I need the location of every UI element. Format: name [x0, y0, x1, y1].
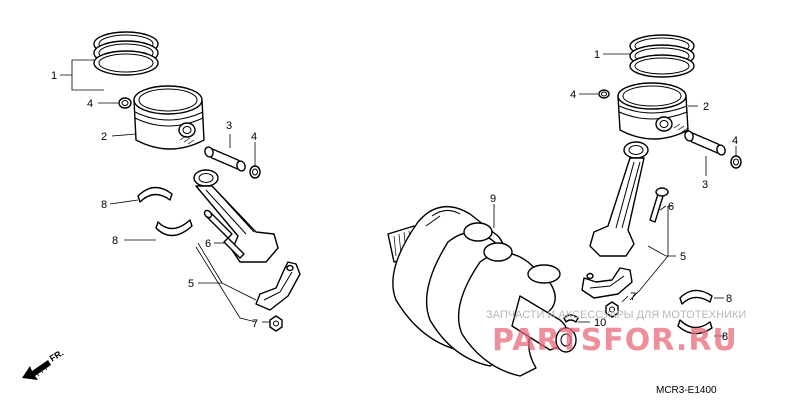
- piston-pin-right[interactable]: [684, 130, 727, 156]
- connecting-rod-right[interactable]: [589, 141, 649, 257]
- callout-bearing-right-b: 8: [722, 331, 728, 343]
- bearing-shell-left-a[interactable]: [137, 186, 173, 203]
- callout-piston-left: 2: [101, 131, 107, 143]
- callout-conrod-left: 5: [188, 278, 194, 290]
- callout-bearing-left-b: 8: [112, 235, 118, 247]
- woodruff-key[interactable]: [563, 314, 579, 323]
- conrod-nut-right[interactable]: [605, 301, 619, 318]
- watermark: ЗАПЧАСТИ И АКСЕССУАРЫ ДЛЯ МОТОТЕХНИКИ PA…: [486, 309, 746, 358]
- callout-bearing-left-a: 8: [101, 199, 107, 211]
- callout-piston-right: 2: [703, 101, 709, 113]
- piston-rings-left[interactable]: [93, 31, 159, 76]
- callout-crankshaft: 9: [490, 193, 496, 205]
- conrod-bolt-right[interactable]: [649, 187, 669, 223]
- callout-conrod-right: 5: [680, 251, 686, 263]
- piston-pin-clip-right-b[interactable]: [730, 155, 742, 169]
- bearing-shell-right-a[interactable]: [679, 289, 713, 305]
- front-arrow-icon: [22, 360, 51, 380]
- connecting-rod-left[interactable]: [193, 169, 279, 263]
- bearing-shell-left-b[interactable]: [155, 219, 193, 237]
- callout-pin-clip-right-a: 4: [570, 89, 576, 101]
- piston-right[interactable]: [617, 82, 689, 140]
- callout-piston-pin-right: 3: [702, 179, 708, 191]
- piston-pin-clip-left-b[interactable]: [249, 165, 261, 179]
- callout-woodruff-key: 10: [594, 317, 606, 329]
- piston-pin-clip-right-a[interactable]: [598, 89, 610, 99]
- callout-conrod-bolt-left: 6: [205, 238, 211, 250]
- diagram-code: MCR3-E1400: [656, 385, 717, 396]
- front-direction-indicator: FR.: [22, 348, 65, 380]
- callout-pin-clip-right-b: 4: [732, 135, 738, 147]
- bearing-shell-right-b[interactable]: [677, 319, 713, 335]
- piston-pin-left[interactable]: [204, 146, 247, 172]
- callout-bearing-right-a: 8: [726, 293, 732, 305]
- callout-conrod-bolt-right: 6: [668, 201, 674, 213]
- callout-numbers: 1 4 2 3 4 8 8 6 5 7 9 10 1 4 2 4 3 6 5 7…: [51, 49, 738, 343]
- piston-rings-right[interactable]: [629, 34, 695, 78]
- callout-pin-clip-left-b: 4: [251, 131, 257, 143]
- conrod-cap-right[interactable]: [581, 267, 633, 299]
- piston-pin-clip-left-a[interactable]: [118, 97, 132, 109]
- conrod-bolt-left[interactable]: [203, 209, 245, 259]
- watermark-tagline: ЗАПЧАСТИ И АКСЕССУАРЫ ДЛЯ МОТОТЕХНИКИ: [486, 309, 746, 321]
- front-label: FR.: [48, 348, 66, 364]
- leader-lines: [60, 53, 737, 337]
- conrod-cap-left[interactable]: [255, 261, 301, 311]
- callout-piston-pin-left: 3: [226, 120, 232, 132]
- crankshaft[interactable]: [387, 205, 577, 377]
- callout-piston-ring-right: 1: [594, 49, 600, 61]
- conrod-nut-left[interactable]: [269, 315, 283, 332]
- callout-conrod-nut-left: 7: [252, 318, 258, 330]
- watermark-brand: PARTSFOR.RU: [492, 323, 738, 358]
- callout-piston-ring-left: 1: [51, 70, 57, 82]
- callout-pin-clip-left-a: 4: [87, 98, 93, 110]
- piston-left[interactable]: [133, 85, 205, 150]
- callout-conrod-nut-right: 7: [630, 291, 636, 303]
